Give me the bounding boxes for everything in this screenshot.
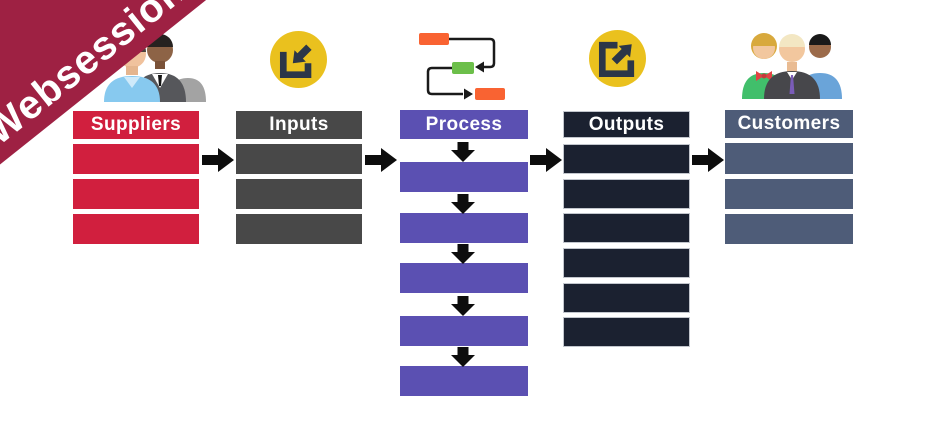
inputs-row	[236, 179, 362, 209]
suppliers-header: Suppliers	[73, 111, 199, 139]
process-step-row	[400, 263, 528, 293]
suppliers-row	[73, 179, 199, 209]
process-step-row	[400, 366, 528, 396]
inputs-header: Inputs	[236, 111, 362, 139]
customers-row	[725, 179, 853, 209]
down-arrow-icon	[451, 296, 475, 316]
outputs-row	[563, 144, 690, 174]
outputs-row	[563, 248, 690, 278]
suppliers-row	[73, 214, 199, 244]
process-flow-icon	[419, 33, 505, 100]
right-arrow-icon	[202, 148, 234, 172]
customers-row	[725, 214, 853, 244]
down-arrow-icon	[451, 347, 475, 367]
process-header-label: Process	[425, 113, 503, 135]
process-step-row	[400, 213, 528, 243]
outputs-row	[563, 179, 690, 209]
export-icon	[589, 30, 646, 87]
inputs-header-label: Inputs	[269, 114, 329, 135]
right-arrow-icon	[365, 148, 397, 172]
customers-people-icon	[742, 33, 842, 99]
down-arrow-icon	[451, 194, 475, 214]
customers-header-label: Customers	[737, 113, 841, 134]
outputs-header-label: Outputs	[588, 113, 665, 135]
outputs-header: Outputs	[563, 111, 690, 138]
outputs-row	[563, 317, 690, 347]
customers-header: Customers	[725, 110, 853, 138]
right-arrow-icon	[530, 148, 562, 172]
customers-row	[725, 143, 853, 174]
import-icon	[270, 31, 327, 88]
outputs-row	[563, 213, 690, 243]
suppliers-header-label: Suppliers	[90, 114, 182, 135]
outputs-row	[563, 283, 690, 313]
inputs-row	[236, 214, 362, 244]
down-arrow-icon	[451, 244, 475, 264]
suppliers-row	[73, 144, 199, 174]
process-step-row	[400, 162, 528, 192]
down-arrow-icon	[451, 142, 475, 162]
process-step-row	[400, 316, 528, 346]
inputs-row	[236, 144, 362, 174]
process-header: Process	[400, 110, 528, 139]
right-arrow-icon	[692, 148, 724, 172]
